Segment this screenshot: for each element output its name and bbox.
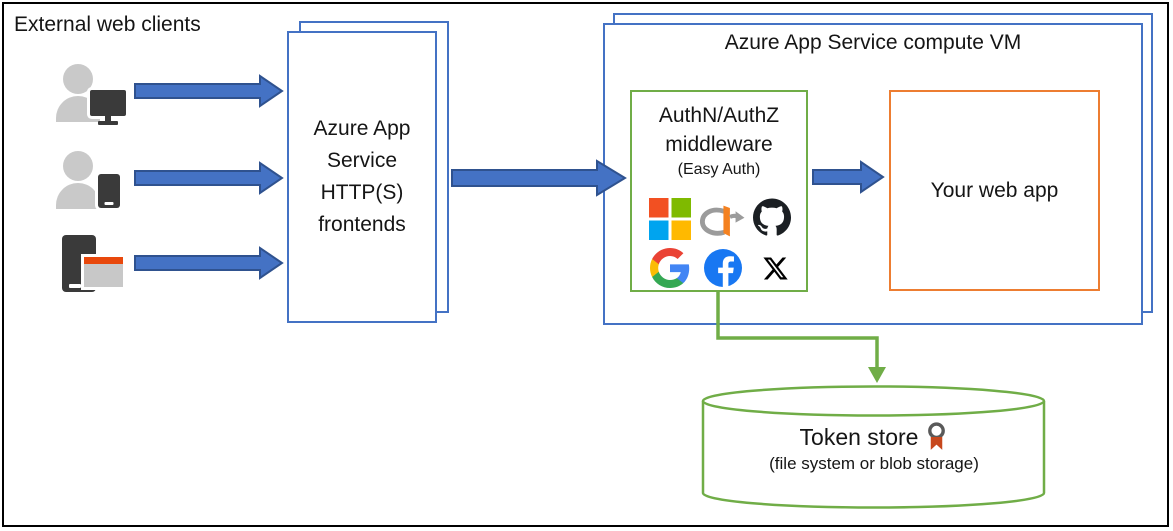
- browser-window-icon: [84, 257, 123, 287]
- connector-middleware-to-tokenstore: [716, 291, 886, 383]
- frontends-box: Azure App Service HTTP(S) frontends: [287, 31, 437, 323]
- microsoft-icon: [649, 198, 691, 240]
- token-store-subtitle: (file system or blob storage): [769, 454, 979, 473]
- web-app-box: Your web app: [889, 90, 1100, 291]
- frontends-label-line2: Service: [326, 149, 398, 172]
- device-browser-icon: [60, 233, 132, 297]
- google-icon: [650, 248, 690, 288]
- frontends-label-line3: HTTP(S): [320, 181, 404, 204]
- x-icon: [763, 257, 788, 280]
- web-app-label: Your web app: [930, 178, 1059, 202]
- token-store-title: Token store: [799, 424, 919, 450]
- middleware-title-line2: middleware: [665, 133, 773, 156]
- arrow-middleware-to-webapp: [812, 160, 885, 194]
- person-desktop-icon: [54, 62, 126, 126]
- arrow-frontends-to-vm: [451, 159, 627, 197]
- middleware-title-line1: AuthN/AuthZ: [658, 104, 780, 127]
- arrow-client3-to-frontends: [134, 246, 284, 280]
- person-head: [63, 64, 93, 94]
- external-clients-label: External web clients: [14, 13, 201, 36]
- frontends-label-line1: Azure App: [313, 117, 411, 140]
- arrow-client1-to-frontends: [134, 74, 284, 108]
- middleware-box: AuthN/AuthZ middleware (Easy Auth): [630, 90, 808, 292]
- middleware-subtitle: (Easy Auth): [677, 161, 761, 178]
- person-torso: [56, 183, 100, 209]
- github-icon: [753, 198, 791, 236]
- phone-icon: [98, 174, 120, 208]
- monitor-icon: [90, 90, 126, 125]
- facebook-icon: [704, 249, 742, 287]
- token-store-label-group: Token store (file system or blob storage…: [702, 421, 1046, 476]
- frontends-label-line4: frontends: [318, 213, 406, 236]
- arrow-client2-to-frontends: [134, 161, 284, 195]
- person-head: [63, 151, 93, 181]
- award-icon: [928, 422, 946, 450]
- person-phone-icon: [54, 149, 126, 213]
- compute-vm-title: Azure App Service compute VM: [724, 31, 1022, 54]
- openid-icon: [699, 205, 745, 237]
- token-store-cylinder: [701, 385, 1046, 509]
